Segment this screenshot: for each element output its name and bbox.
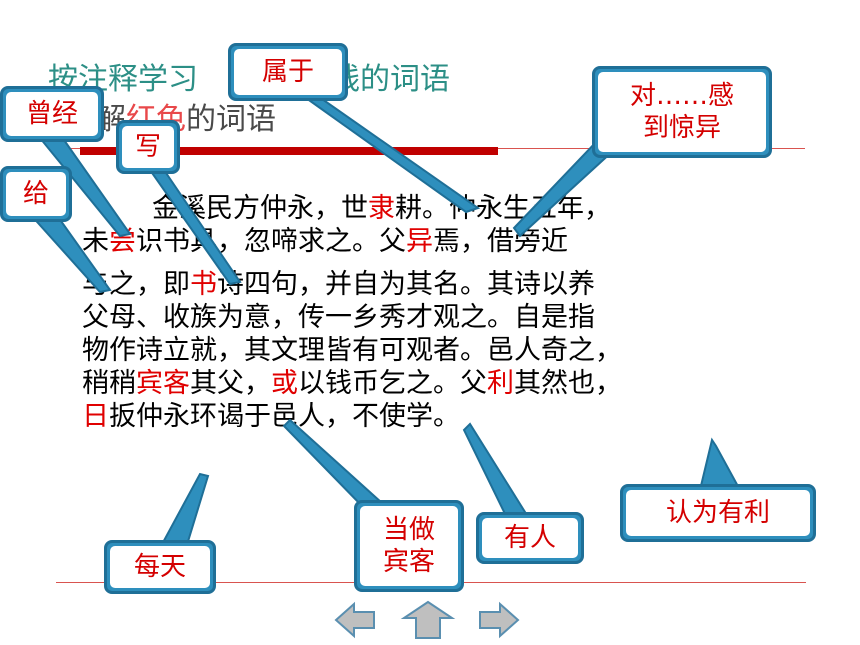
pointer-shu-yu <box>291 87 481 214</box>
pointer-dang-zuo <box>282 418 396 514</box>
callout-mei-tian: 每天 <box>104 540 216 594</box>
passage-text: 识书具，忽啼求之。父 <box>136 226 406 257</box>
highlighted-word: 或 <box>271 368 298 399</box>
passage-line: 未尝识书具，忽啼求之。父异焉，借旁近 <box>82 225 782 258</box>
callout-dui-gan-dao-jing-yi: 对……感 到惊异 <box>592 66 772 158</box>
passage-text: 稍稍 <box>82 368 136 399</box>
passage-line: 物作诗立就，其文理皆有可观者。邑人奇之， <box>82 334 782 367</box>
navigation-controls <box>334 600 520 639</box>
heading-underline-bar <box>80 147 498 155</box>
highlighted-word: 书 <box>190 269 217 300</box>
pointer-you-ren <box>462 422 532 521</box>
callout-ceng-jing: 曾经 <box>0 86 104 142</box>
arrow-left-icon[interactable] <box>334 601 375 639</box>
passage-text: 焉，借旁近 <box>433 226 568 257</box>
passage-text: 诗四句，并自为其名。其诗以养 <box>217 269 595 300</box>
passage-text: 物作诗立就，其文理皆有可观者。邑人奇之， <box>82 335 622 366</box>
callout-ren-wei-you-li: 认为有利 <box>620 484 816 542</box>
pointer-xie <box>148 169 242 286</box>
callout-shu-yu: 属于 <box>228 43 348 101</box>
callout-you-ren: 有人 <box>476 512 584 564</box>
arrow-right-icon[interactable] <box>479 601 520 639</box>
callout-xie: 写 <box>116 120 180 174</box>
callout-dang-zuo-bin-ke: 当做 宾客 <box>354 500 464 592</box>
highlighted-word: 日 <box>82 401 109 432</box>
highlighted-word: 异 <box>406 226 433 257</box>
passage-text: 父母、收族为意，传一乡秀才观之。自是指 <box>82 302 595 333</box>
passage-text: 耕。仲永生五年， <box>395 193 611 224</box>
passage-text: 其父， <box>190 368 271 399</box>
highlighted-word: 利 <box>487 368 514 399</box>
arrow-up-icon[interactable] <box>400 600 456 639</box>
callout-gei: 给 <box>0 166 72 222</box>
passage-line: 父母、收族为意，传一乡秀才观之。自是指 <box>82 301 782 334</box>
pointer-gei <box>27 213 112 294</box>
passage-line: 与之，即书诗四句，并自为其名。其诗以养 <box>82 268 782 301</box>
passage-text: 以钱币乞之。父 <box>298 368 487 399</box>
highlighted-word: 隶 <box>368 193 395 224</box>
classical-chinese-passage: 金溪民方仲永，世隶耕。仲永生五年，未尝识书具，忽啼求之。父异焉，借旁近与之，即书… <box>82 192 782 433</box>
pointer-ren-wei <box>698 437 742 491</box>
heading-line-1: 按注释学习线的词语 <box>48 62 450 97</box>
highlighted-word: 宾客 <box>136 368 190 399</box>
passage-text: 未 <box>82 226 109 257</box>
passage-text: 其然也， <box>514 368 622 399</box>
passage-line: 稍稍宾客其父，或以钱币乞之。父利其然也， <box>82 367 782 400</box>
pointer-mei-tian <box>158 472 210 549</box>
